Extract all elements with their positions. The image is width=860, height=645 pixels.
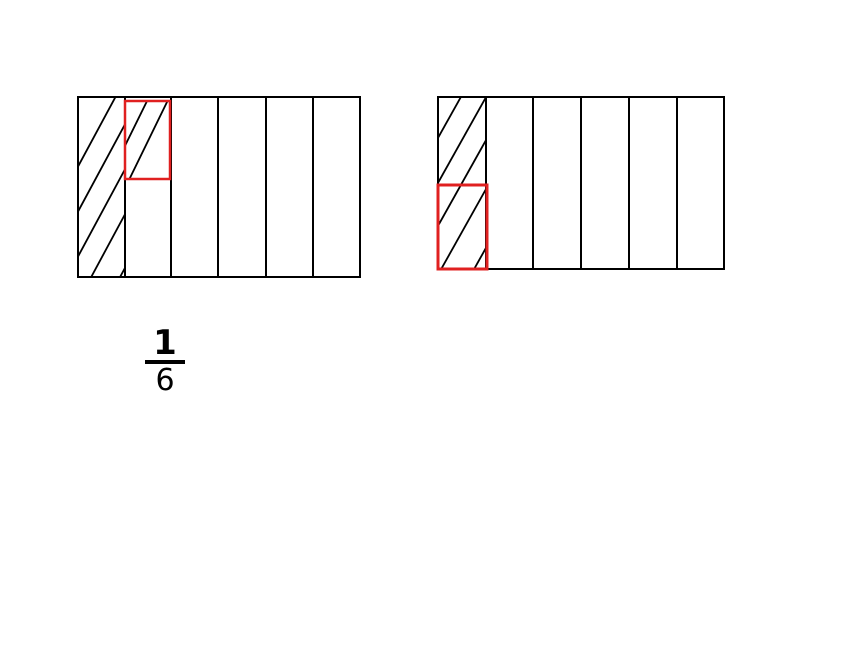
fraction-numerator: 1 [153, 323, 177, 363]
right-hatch-column-1 [438, 97, 486, 269]
fraction-denominator: 6 [155, 363, 175, 398]
fraction-one-sixth: 1 6 [140, 326, 190, 398]
left-highlight-box [123, 99, 172, 181]
right-rectangle [437, 96, 725, 270]
left-rectangle [77, 96, 361, 278]
fraction-bar [145, 360, 185, 364]
left-hatch-column-2 [125, 100, 169, 180]
left-hatch-column-1 [78, 97, 125, 277]
right-highlight-box [436, 183, 489, 271]
